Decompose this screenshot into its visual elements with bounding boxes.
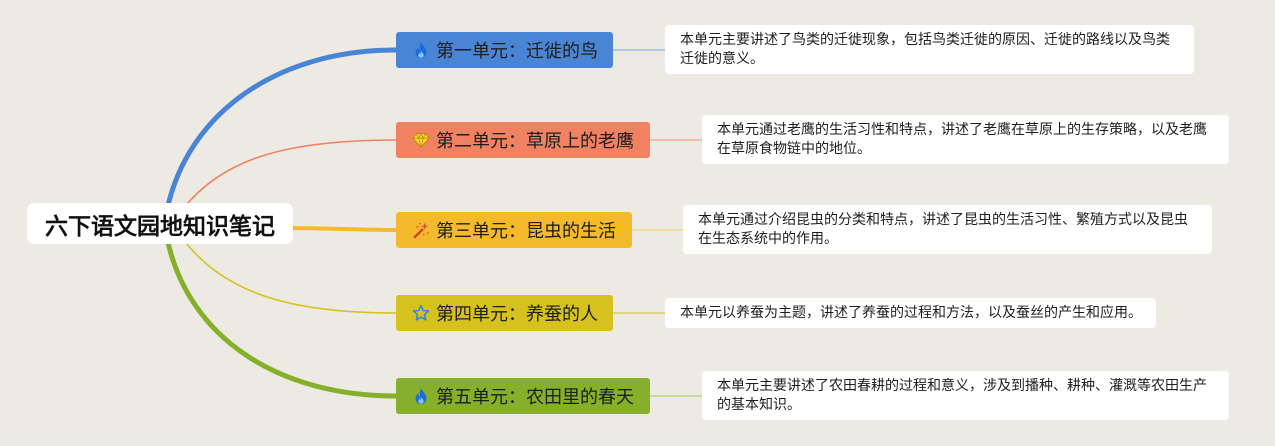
main-branch-line-3 <box>279 226 397 232</box>
flame-icon <box>412 41 430 59</box>
gem-icon <box>412 131 430 149</box>
star-outline-icon <box>412 304 430 322</box>
note-line: 本单元通过介绍昆虫的分类和特点，讲述了昆虫的生活习性、繁殖方式以及昆虫 <box>698 212 1188 228</box>
topic-unit-1[interactable]: 第一单元：迁徙的鸟 <box>396 32 613 68</box>
topic-unit-2[interactable]: 第二单元：草原上的老鹰 <box>396 122 650 158</box>
note-unit-1[interactable]: 本单元主要讲述了鸟类的迁徙现象，包括鸟类迁徙的原因、迁徙的路线以及鸟类 迁徙的意… <box>665 25 1194 74</box>
flame-icon <box>412 387 430 405</box>
main-branch-line-1 <box>164 47 399 213</box>
note-unit-4[interactable]: 本单元以养蚕为主题，讲述了养蚕的过程和方法，以及蚕丝的产生和应用。 <box>665 298 1156 328</box>
topic-label: 第二单元：草原上的老鹰 <box>436 131 634 152</box>
note-line: 本单元以养蚕为主题，讲述了养蚕的过程和方法，以及蚕丝的产生和应用。 <box>680 305 1142 321</box>
topic-label: 第一单元：迁徙的鸟 <box>436 41 598 62</box>
note-line: 本单元主要讲述了鸟类的迁徙现象，包括鸟类迁徙的原因、迁徙的路线以及鸟类 <box>680 32 1170 48</box>
topic-label: 第三单元：昆虫的生活 <box>436 221 616 242</box>
topic-label: 第五单元：农田里的春天 <box>436 387 634 408</box>
note-line: 的基本知识。 <box>717 397 801 413</box>
note-unit-2[interactable]: 本单元通过老鹰的生活习性和特点，讲述了老鹰在草原上的生存策略，以及老鹰 在草原食… <box>702 115 1229 164</box>
note-unit-3[interactable]: 本单元通过介绍昆虫的分类和特点，讲述了昆虫的生活习性、繁殖方式以及昆虫 在生态系… <box>683 205 1212 254</box>
note-line: 在生态系统中的作用。 <box>698 231 838 247</box>
note-line: 本单元主要讲述了农田春耕的过程和意义，涉及到播种、耕种、灌溉等农田生产 <box>717 378 1207 394</box>
note-line: 本单元通过老鹰的生活习性和特点，讲述了老鹰在草原上的生存策略，以及老鹰 <box>717 122 1207 138</box>
topic-label: 第四单元：养蚕的人 <box>436 304 598 325</box>
topic-unit-5[interactable]: 第五单元：农田里的春天 <box>396 378 650 414</box>
note-line: 在草原食物链中的地位。 <box>717 141 871 157</box>
main-branch-line-5 <box>164 235 399 399</box>
main-branch-line-4 <box>181 237 397 314</box>
note-unit-5[interactable]: 本单元主要讲述了农田春耕的过程和意义，涉及到播种、耕种、灌溉等农田生产 的基本知… <box>702 371 1229 420</box>
topic-unit-4[interactable]: 第四单元：养蚕的人 <box>396 295 613 331</box>
central-topic-label: 六下语文园地知识笔记 <box>45 213 275 240</box>
main-branch-line-2 <box>181 139 397 211</box>
topic-unit-3[interactable]: 第三单元：昆虫的生活 <box>396 212 632 248</box>
note-line: 迁徙的意义。 <box>680 51 764 67</box>
magic-wand-sparkles-icon <box>412 221 430 239</box>
central-topic-node[interactable]: 六下语文园地知识笔记 <box>27 203 293 244</box>
